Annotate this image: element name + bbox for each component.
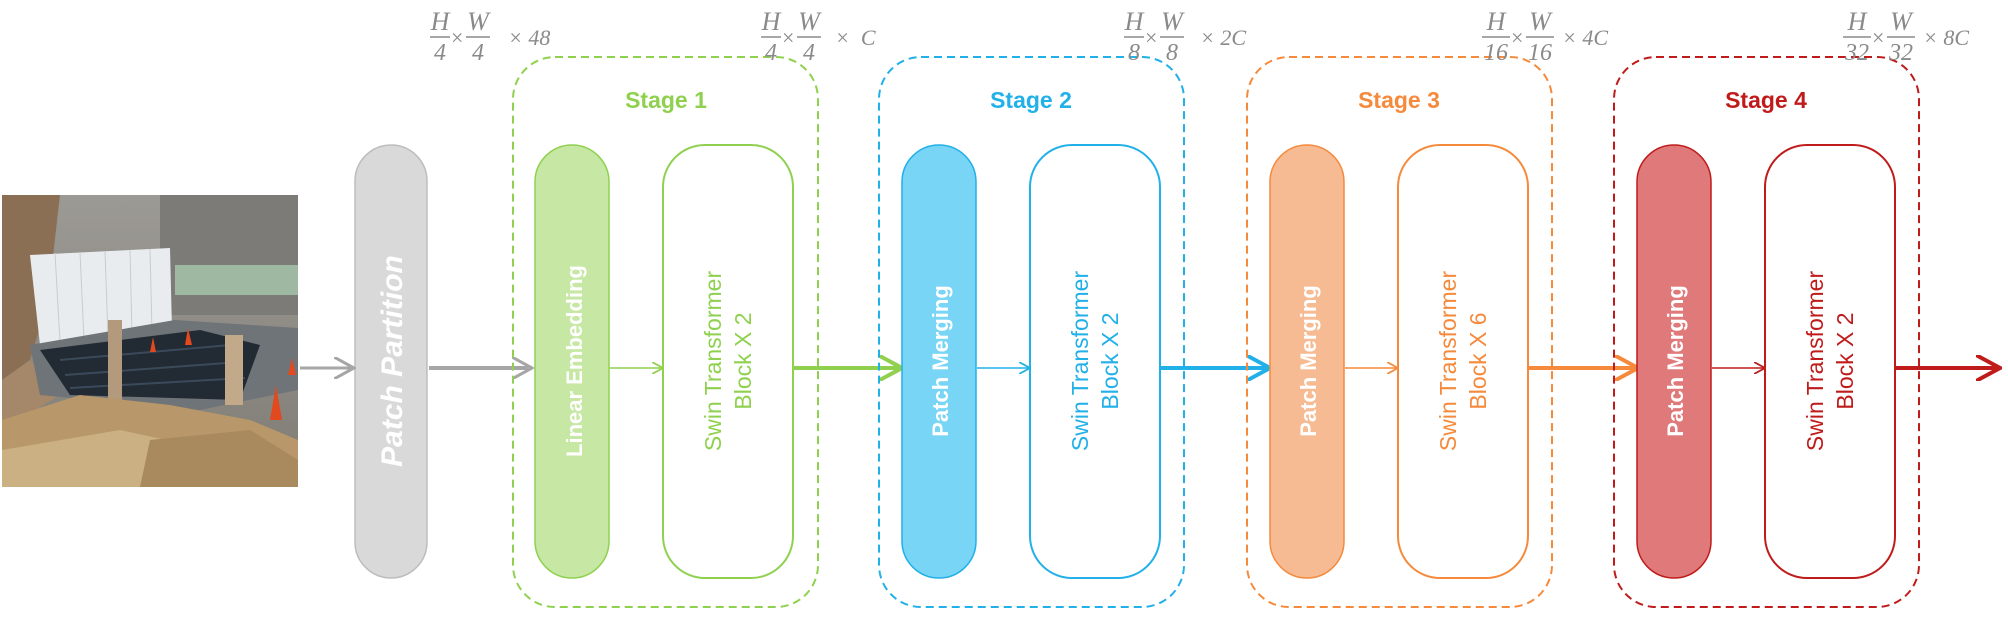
input-photo [2,195,298,487]
dim3-h-den: 16 [1484,40,1508,66]
dim2-w-num: W [1161,7,1185,36]
patch-merging-block-stage-4 [1636,144,1712,579]
stage-3: Stage 3 Patch Merging Swin Transformer B… [1246,56,1553,608]
dim4-w-num: W [1890,7,1914,36]
dim0-w-num: W [467,7,491,36]
patch-merging-label-stage-4: Patch Merging [1663,285,1688,437]
swin-block-stage-4-line2: Block X 2 [1832,312,1858,409]
dim1-w-den: 4 [803,40,815,66]
dim4-times: × [1871,25,1886,50]
patch-merging-block-stage-2 [901,144,977,579]
dim1-times: × [781,25,796,50]
linear-embedding-block [534,144,610,579]
stage-1-frame [512,56,819,608]
patch-merging-label-stage-3: Patch Merging [1296,285,1321,437]
dim1-h-num: H [761,7,782,36]
dim0-h-num: H [430,7,451,36]
dim4-channels: × 8C [1923,25,1969,50]
swin-block-stage-2-line1: Swin Transformer [1067,271,1093,452]
dim1-h-den: 4 [765,40,777,66]
stage-2-title: Stage 2 [990,87,1072,113]
dim3-w-num: W [1529,7,1553,36]
patch-merging-block-stage-3 [1269,144,1345,579]
dim4-h-den: 32 [1844,40,1869,66]
dim3-channels: × 4C [1562,25,1608,50]
swin-block-stage-3 [1397,144,1529,579]
dim0-times: × [450,25,465,50]
dim0-w-den: 4 [472,40,484,66]
dim2-w-den: 8 [1166,40,1178,66]
swin-block-stage-1-line1: Swin Transformer [700,271,726,452]
dimension-annotation-4: H 32 × W 32 × 8C [1843,7,1969,66]
stage-1: Stage 1 Linear Embedding Swin Transforme… [512,56,819,608]
swin-block-stage-1-line2: Block X 2 [730,312,756,409]
stage-1-title: Stage 1 [625,87,707,113]
stage-4-title: Stage 4 [1725,87,1807,113]
dimension-annotation-2: H 8 × W 8 × 2C [1124,7,1247,66]
patch-partition-block: Patch Partition [354,144,428,579]
swin-block-stage-2 [1029,144,1161,579]
dimension-annotation-3: H 16 × W 16 × 4C [1482,7,1608,66]
dim0-h-den: 4 [434,40,446,66]
dim2-channels: × 2C [1200,25,1246,50]
dim2-times: × [1144,25,1159,50]
stage-3-frame [1246,56,1553,608]
patch-partition-label: Patch Partition [376,255,409,467]
dim3-w-den: 16 [1528,40,1552,66]
dim1-channels: × C [835,25,876,50]
dim4-w-den: 32 [1888,40,1913,66]
dimension-annotation-0: H 4 × W 4 × 48 [430,7,551,66]
swin-block-stage-2-line2: Block X 2 [1097,312,1123,409]
swin-block-stage-3-line1: Swin Transformer [1435,271,1461,452]
dim1-w-num: W [798,7,822,36]
dim0-channels: × 48 [508,25,550,50]
patch-merging-label-stage-2: Patch Merging [928,285,953,437]
dim3-times: × [1510,25,1525,50]
stage-2-frame [878,56,1185,608]
swin-block-stage-4 [1764,144,1896,579]
dim2-h-num: H [1124,7,1145,36]
stage-4: Stage 4 Patch Merging Swin Transformer B… [1613,56,1920,608]
linear-embedding-label: Linear Embedding [562,265,587,457]
stage-4-frame [1613,56,1920,608]
swin-block-stage-4-line1: Swin Transformer [1802,271,1828,452]
stage-3-title: Stage 3 [1358,87,1440,113]
stage-2: Stage 2 Patch Merging Swin Transformer B… [878,56,1185,608]
dimension-annotation-1: H 4 × W 4 × C [761,7,876,66]
dim2-h-den: 8 [1128,40,1140,66]
dim4-h-num: H [1847,7,1868,36]
swin-block-stage-3-line2: Block X 6 [1465,312,1491,409]
dim3-h-num: H [1486,7,1507,36]
swin-block-stage-1 [662,144,794,579]
